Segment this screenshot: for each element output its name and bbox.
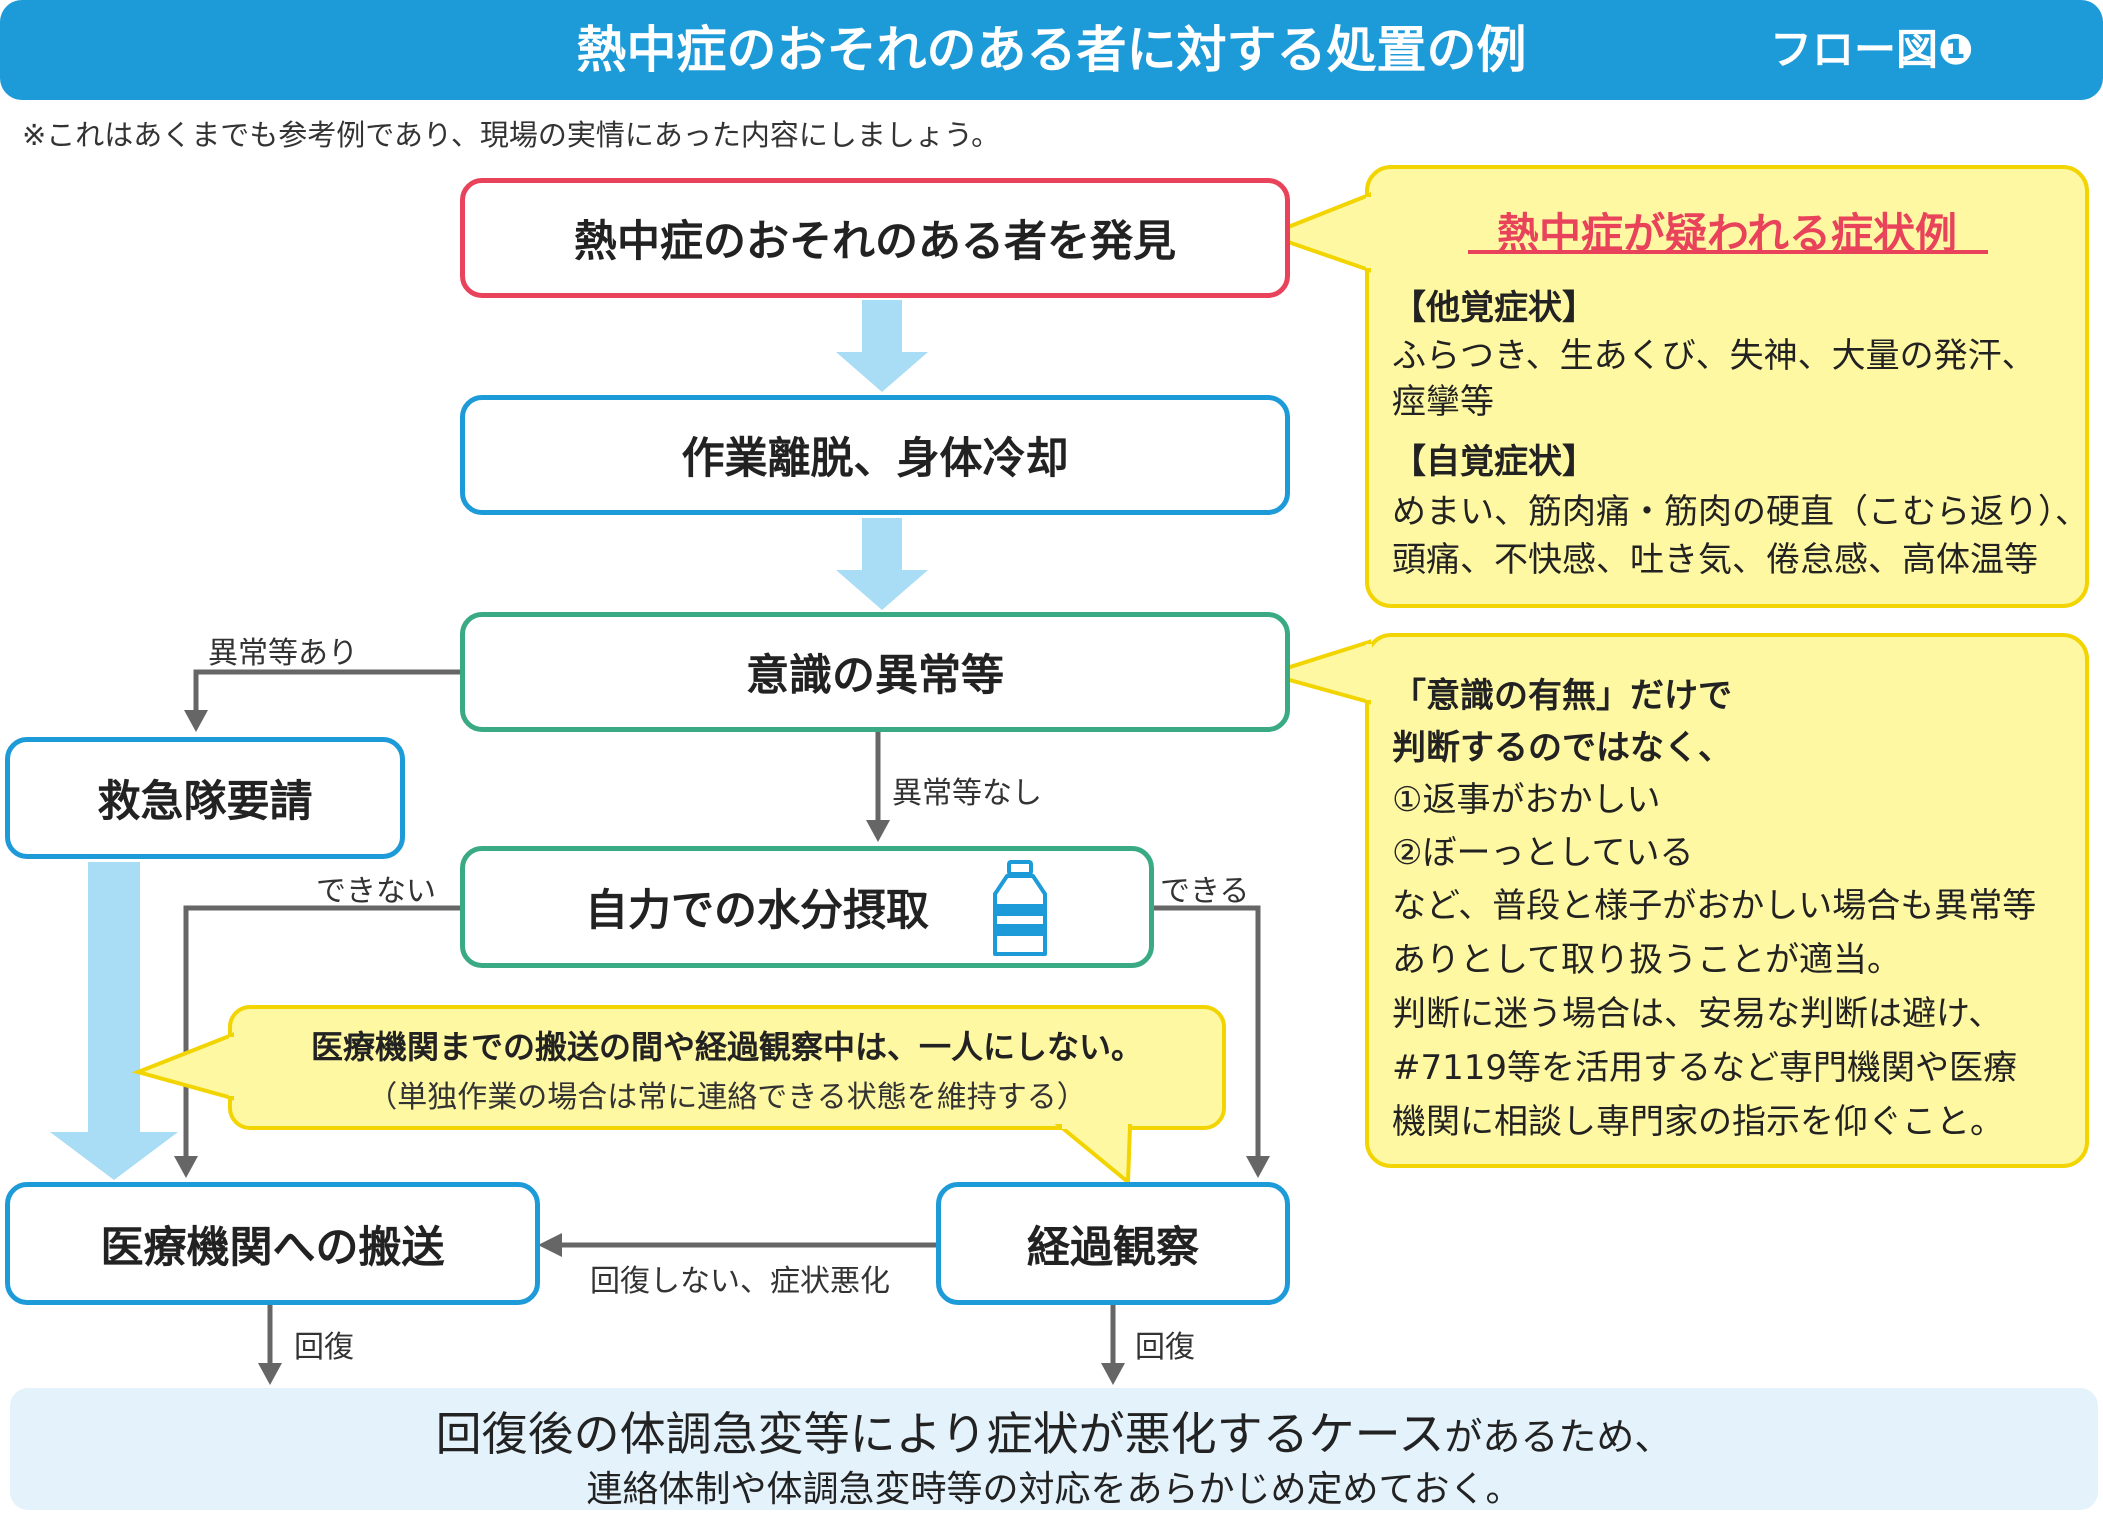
symptoms-subjective-line1: めまい、筋肉痛・筋肉の硬直（こむら返り）、 — [1392, 492, 2089, 532]
label-abnormal-yes: 異常等あり — [208, 636, 358, 671]
judgement-panel — [1365, 633, 2089, 1168]
judgement-line3: ①返事がおかしい — [1392, 780, 1661, 820]
alone-callout — [228, 1005, 1226, 1130]
bottom-main-small: があるため、 — [1444, 1415, 1673, 1459]
symptoms-panel — [1365, 165, 2089, 608]
node-transport-label: 医療機関への搬送 — [100, 1222, 445, 1273]
judgement-line7: 判断に迷う場合は、安易な判断は避け、 — [1392, 994, 2003, 1034]
symptoms-title: 熱中症が疑われる症状例 — [1497, 209, 1957, 258]
node-cool-label: 作業離脱、身体冷却 — [681, 434, 1069, 484]
judgement-line6: ありとして取り扱うことが適当。 — [1392, 940, 1901, 980]
arrowhead-bottom-right — [1101, 1363, 1125, 1385]
bottom-banner — [10, 1388, 2098, 1510]
alone-callout-main: 医療機関までの搬送の間や経過観察中は、一人にしない。 — [310, 1028, 1143, 1066]
judgement-line8: #7119等を活用するなど専門機関や医療 — [1392, 1048, 2018, 1088]
judgement-line1: 「意識の有無」だけで — [1392, 676, 1732, 716]
arrowhead-hydration — [866, 820, 890, 842]
arrowhead-transport-cannot — [174, 1156, 198, 1178]
line-abnormal-yes — [193, 669, 462, 712]
symptoms-title-underline — [1468, 250, 1988, 254]
judgement-line4: ②ぼーっとしている — [1392, 833, 1694, 873]
page-title: 熱中症のおそれのある者に対する処置の例 — [576, 21, 1527, 79]
label-can: できる — [1160, 874, 1250, 909]
node-discover: 熱中症のおそれのある者を発見 — [460, 178, 1290, 298]
symptoms-subjective-line2: 頭痛、不快感、吐き気、倦怠感、高体温等 — [1392, 540, 2038, 580]
arrowhead-bottom-left — [258, 1363, 282, 1385]
label-not-recovered: 回復しない、症状悪化 — [590, 1264, 890, 1299]
arrow-cool-to-consciousness — [836, 518, 928, 610]
reference-note: ※これはあくまでも参考例であり、現場の実情にあった内容にしましょう。 — [22, 118, 1001, 152]
bottom-main-strong: 回復後の体調急変等により症状が悪化するケース — [435, 1407, 1445, 1461]
node-consciousness: 意識の異常等 — [460, 612, 1290, 732]
arrowhead-ambulance — [184, 710, 208, 732]
light-arrows — [50, 300, 928, 1180]
node-hydration-label: 自力での水分摂取 — [585, 886, 929, 936]
label-recovered-right: 回復 — [1135, 1330, 1195, 1365]
node-ambulance-label: 救急隊要請 — [97, 777, 313, 827]
symptoms-objective-line2: 痙攣等 — [1392, 382, 1494, 422]
node-consciousness-label: 意識の異常等 — [746, 651, 1004, 701]
judgement-line9: 機関に相談し専門家の指示を仰ぐこと。 — [1392, 1102, 2004, 1142]
node-ambulance: 救急隊要請 — [5, 737, 405, 859]
arrowhead-observe-can — [1246, 1156, 1270, 1178]
bottom-main-text: 回復後の体調急変等により症状が悪化するケースがあるため、 — [10, 1398, 2098, 1464]
symptoms-objective-line1: ふらつき、生あくび、失神、大量の発汗、 — [1392, 336, 2036, 376]
node-transport: 医療機関への搬送 — [5, 1182, 540, 1305]
header-bar — [0, 0, 2103, 100]
node-cool: 作業離脱、身体冷却 — [460, 395, 1290, 515]
tail-alone-down — [1054, 1124, 1133, 1187]
node-observe-label: 経過観察 — [1027, 1222, 1199, 1273]
line-can — [1152, 905, 1261, 1158]
flow-badge: フロー図❶ — [1770, 25, 1974, 74]
label-recovered-left: 回復 — [294, 1330, 354, 1365]
arrowhead-transport-worse — [538, 1233, 562, 1257]
symptoms-objective-head: 【他覚症状】 — [1392, 288, 1596, 328]
label-cannot: できない — [316, 874, 436, 909]
label-abnormal-no: 異常等なし — [892, 776, 1042, 811]
judgement-line2: 判断するのではなく、 — [1392, 728, 1732, 768]
node-discover-label: 熱中症のおそれのある者を発見 — [574, 217, 1176, 267]
bottom-sub-text: 連絡体制や体調急変時等の対応をあらかじめ定めておく。 — [586, 1469, 1522, 1510]
arrow-discover-to-cool — [836, 300, 928, 392]
alone-callout-sub: （単独作業の場合は常に連絡できる状態を維持する） — [367, 1080, 1087, 1115]
judgement-line5: など、普段と様子がおかしい場合も異常等 — [1392, 886, 2037, 926]
arrow-ambulance-to-transport — [50, 862, 178, 1180]
node-observe: 経過観察 — [936, 1182, 1290, 1305]
water-bottle-icon — [993, 860, 1047, 956]
symptoms-subjective-head: 【自覚症状】 — [1392, 442, 1596, 482]
